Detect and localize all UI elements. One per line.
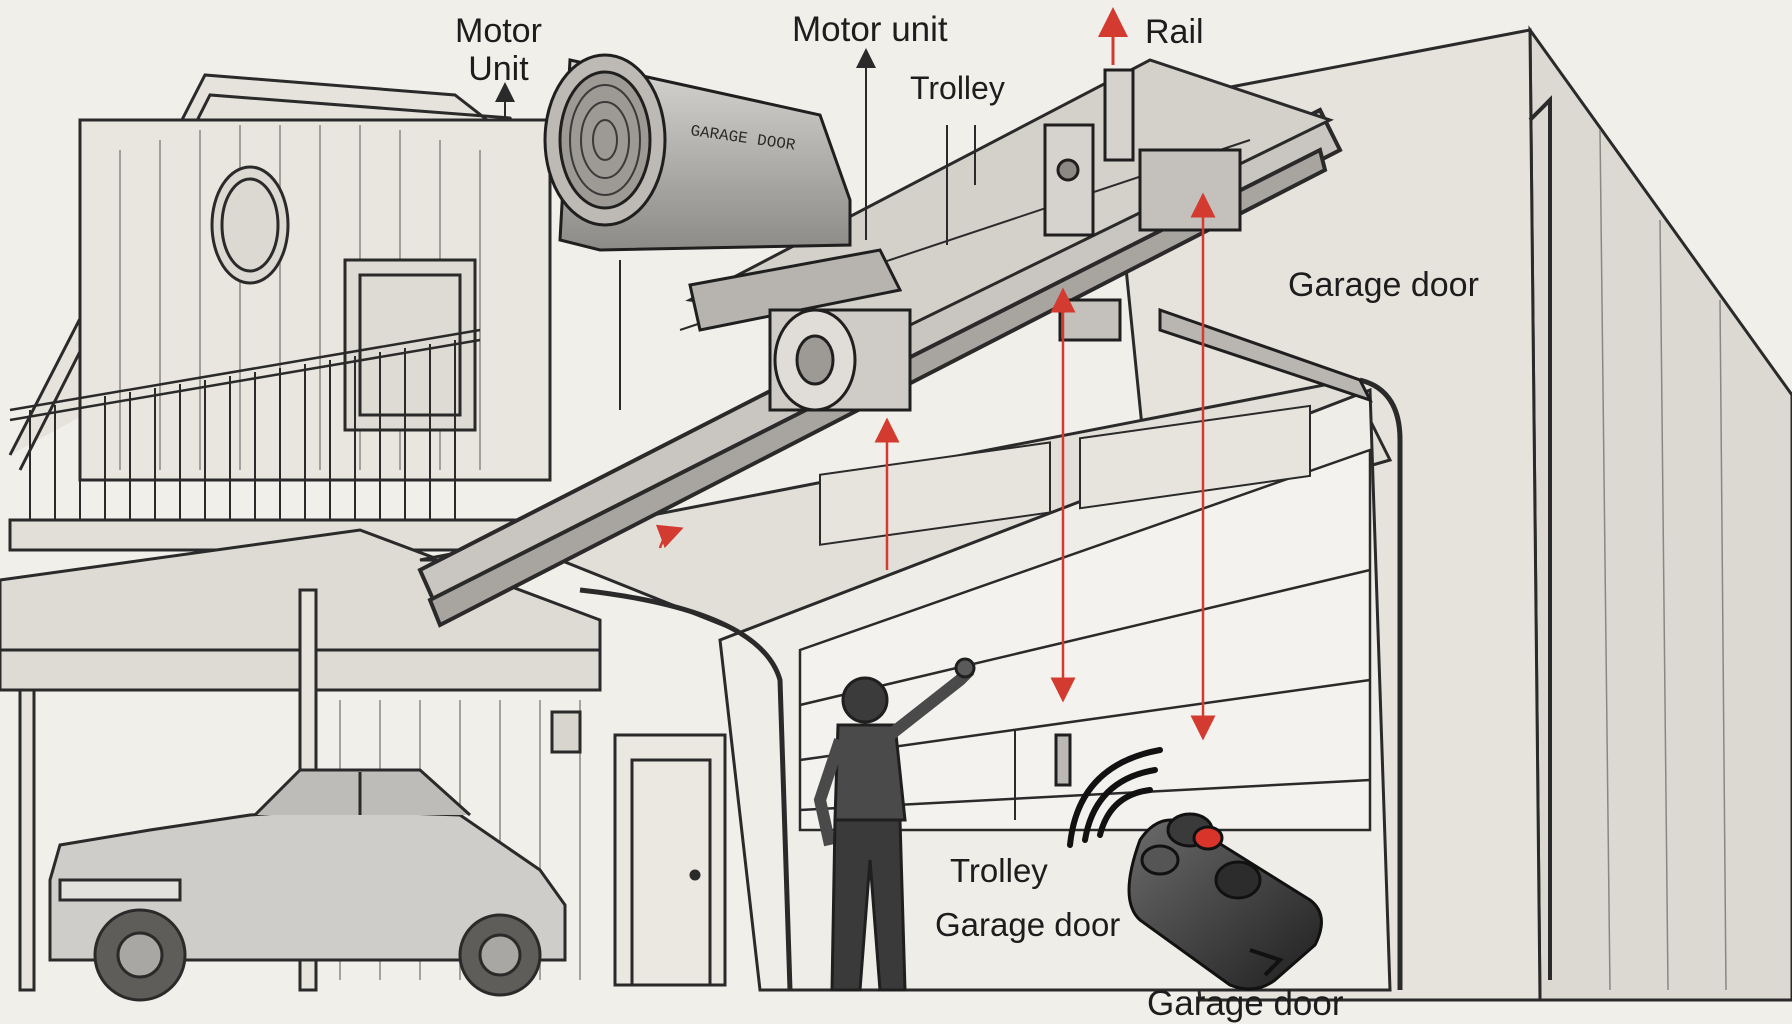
signal-waves-icon — [1067, 747, 1163, 848]
car-icon — [48, 768, 567, 1002]
red-arrows — [655, 192, 1216, 741]
label-motor-unit-top: Motor unit — [792, 10, 948, 49]
garage-door-panels — [798, 404, 1372, 832]
label-garage-door-right: Garage door — [1288, 266, 1479, 304]
label-rail: Rail — [1145, 13, 1204, 51]
label-motor-unit-left: Motor Unit — [455, 14, 542, 86]
label-trolley-top: Trolley — [910, 70, 1005, 106]
motor-unit-icon: GARAGE DOOR — [543, 53, 912, 412]
label-motor-unit-left-line2: Unit — [468, 50, 529, 88]
label-garage-door-footer: Garage door — [1147, 984, 1344, 1023]
trolley-icon — [1043, 68, 1373, 787]
remote-control-icon — [1127, 812, 1323, 991]
label-motor-unit-left-line1: Motor — [455, 12, 542, 50]
house-icon — [0, 73, 727, 992]
label-garage-door-bottom: Garage door — [935, 906, 1121, 943]
label-trolley-bottom: Trolley — [950, 852, 1048, 889]
person-icon — [813, 657, 976, 992]
leader-lines — [495, 7, 1128, 820]
